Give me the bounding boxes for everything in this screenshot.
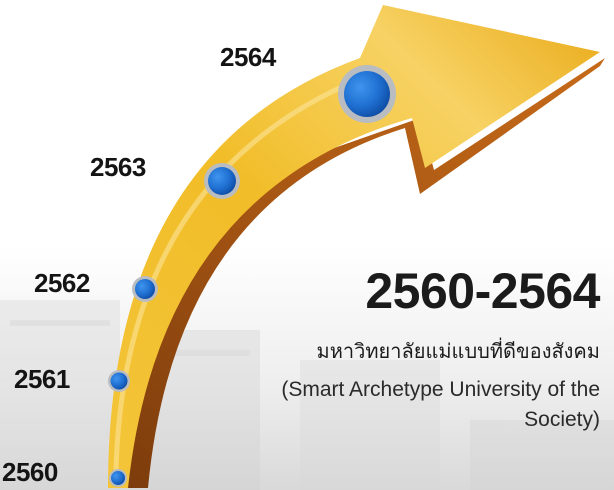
year-label-2563: 2563 xyxy=(90,152,146,182)
milestone-dot-2560 xyxy=(109,469,127,487)
milestone-dot-2561 xyxy=(108,370,130,392)
year-label-2560: 2560 xyxy=(2,457,58,487)
arrow-body xyxy=(108,5,600,488)
thai-tagline: มหาวิทยาลัยแม่แบบที่ดีของสังคม xyxy=(316,339,600,363)
period-heading: 2560-2564 xyxy=(365,263,600,319)
building-silhouette xyxy=(0,300,614,490)
year-label-2561: 2561 xyxy=(14,364,70,394)
milestone-dot-2564 xyxy=(338,65,396,123)
english-tagline: (Smart Archetype University of the Socie… xyxy=(281,378,600,431)
year-label-2564: 2564 xyxy=(220,42,276,72)
milestone-dot-2562 xyxy=(132,276,158,302)
milestone-dot-2563 xyxy=(204,163,240,199)
year-label-2562: 2562 xyxy=(34,268,90,298)
